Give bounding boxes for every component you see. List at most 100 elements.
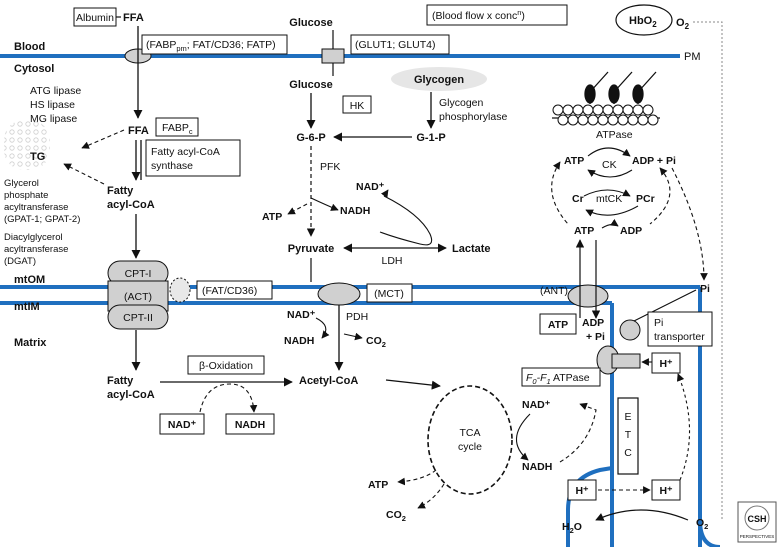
dgat-1: Diacylglycerol (4, 232, 63, 243)
f0-stalk (611, 353, 641, 369)
pdh-label: PDH (346, 311, 368, 323)
dgat-2: acyltransferase (4, 244, 68, 255)
gpat-2: phosphate (4, 190, 48, 201)
hbo2-ellipse (615, 4, 673, 36)
hs-lipase: HS lipase (30, 99, 75, 111)
beta-ox-label: β-Oxidation (199, 360, 253, 372)
atp-box-label: ATP (548, 319, 568, 331)
atpase-label: ATPase (596, 129, 633, 141)
atp-tca: ATP (368, 479, 388, 491)
nadh-beta: NADH (235, 419, 265, 431)
nad-tca: NAD⁺ (522, 399, 551, 411)
pi-transporter-box (647, 311, 713, 347)
tca-label-1: TCA (460, 427, 481, 439)
glycogen-blob (391, 67, 487, 91)
hk-box (342, 95, 372, 114)
mct-transporter (317, 282, 361, 306)
g1p: G-1-P (416, 132, 445, 144)
o2-dotted-line (693, 21, 723, 520)
glucose-cytosol: Glucose (289, 79, 332, 91)
hplus-box-top (651, 352, 681, 374)
pcr-label: PCr (636, 193, 655, 205)
label-mtim: mtIM (14, 301, 40, 313)
hk-label: HK (350, 100, 365, 112)
gpat-1: Glycerol (4, 178, 39, 189)
pi-transporter-1: Pi (654, 317, 663, 329)
act-label: (ACT) (124, 291, 152, 303)
etc-c: C (624, 447, 632, 459)
fatcd36-mt (169, 277, 191, 303)
label-cytosol: Cytosol (14, 63, 54, 75)
f0f1-box (521, 367, 601, 387)
adp-mt: ADP (620, 225, 642, 237)
hplus-right: H⁺ (659, 485, 673, 497)
mct-box (366, 283, 413, 303)
etc-t: T (625, 429, 632, 441)
nadh-beta-box (225, 413, 275, 435)
glucose-blood: Glucose (289, 17, 332, 29)
adp-box-2: + Pi (586, 331, 605, 343)
bloodflow-label: (Blood flow x concn) (432, 8, 525, 22)
hbo2-label: HbO2 (629, 15, 657, 29)
label-pm: PM (684, 51, 701, 63)
myosin-filament (552, 71, 660, 126)
label-matrix: Matrix (14, 337, 47, 349)
label-blood: Blood (14, 41, 45, 53)
ldh: LDH (381, 255, 402, 267)
fattyacyl-m-1: Fatty (107, 375, 134, 387)
fatcd36-box (196, 280, 273, 300)
ant-transporter (567, 284, 609, 308)
label-mtom: mtOM (14, 274, 45, 286)
logo-csh: CSH (747, 514, 766, 524)
atp-glyc: ATP (262, 211, 282, 223)
cpt-complex: CPT-I (ACT) CPT-II (107, 260, 169, 330)
nad-beta: NAD⁺ (168, 419, 197, 431)
cpt2-label: CPT-II (123, 312, 153, 324)
acetyl-coa: Acetyl-CoA (299, 375, 358, 387)
cr-label: Cr (572, 193, 584, 205)
fattyacyl-cyt-2: acyl-CoA (107, 199, 155, 211)
atp-ck: ATP (564, 155, 584, 167)
cpt1-label: CPT-I (125, 268, 152, 280)
hplus-left: H⁺ (575, 485, 589, 497)
hplus-top: H⁺ (659, 358, 673, 370)
fattyacyl-m-2: acyl-CoA (107, 389, 155, 401)
tg-label: TG (30, 151, 45, 163)
albumin-label: Albumin (76, 12, 114, 24)
tca-label-2: cycle (458, 441, 482, 453)
f0f1-label: F0-F1 ATPase (526, 372, 590, 386)
fabp-box (141, 34, 288, 55)
facs-label-1: Fatty acyl-CoA (151, 146, 220, 158)
pi-transporter (619, 319, 641, 341)
atp-box-mt (539, 313, 577, 335)
g6p: G-6-P (296, 132, 325, 144)
mct-label: (MCT) (374, 288, 404, 300)
logo-perspectives: PERSPECTIVES (740, 534, 775, 539)
mg-lipase: MG lipase (30, 113, 77, 125)
tg-droplet (4, 120, 50, 170)
glyphos-2: phosphorylase (439, 111, 507, 123)
ffa-blood: FFA (123, 12, 144, 24)
nadh-glyc: NADH (340, 205, 370, 217)
cpt2-shape (107, 304, 169, 330)
glut-label: (GLUT1; GLUT4) (355, 39, 436, 51)
gpat-4: (GPAT-1; GPAT-2) (4, 214, 80, 225)
dgat-3: (DGAT) (4, 256, 36, 267)
ck-label: CK (602, 159, 617, 171)
lactate: Lactate (452, 243, 491, 255)
nadh-pdh: NADH (284, 335, 314, 347)
ant-label: (ANT) (540, 285, 568, 297)
o2-top: O2 (676, 17, 690, 31)
fattyacyl-cyt-1: Fatty (107, 185, 134, 197)
lactate-nad-loop (379, 195, 433, 246)
nadh-tca: NADH (522, 461, 552, 473)
beta-ox-box (187, 355, 265, 375)
nad-beta-box (159, 413, 205, 435)
adp-pi-ck: ADP + Pi (632, 155, 676, 167)
pi-transporter-2: transporter (654, 331, 705, 343)
ffa-cytosol: FFA (128, 125, 149, 137)
glyphos-1: Glycogen (439, 97, 484, 109)
hplus-box-right (651, 479, 681, 501)
nad-pdh: NAD⁺ (287, 309, 316, 321)
